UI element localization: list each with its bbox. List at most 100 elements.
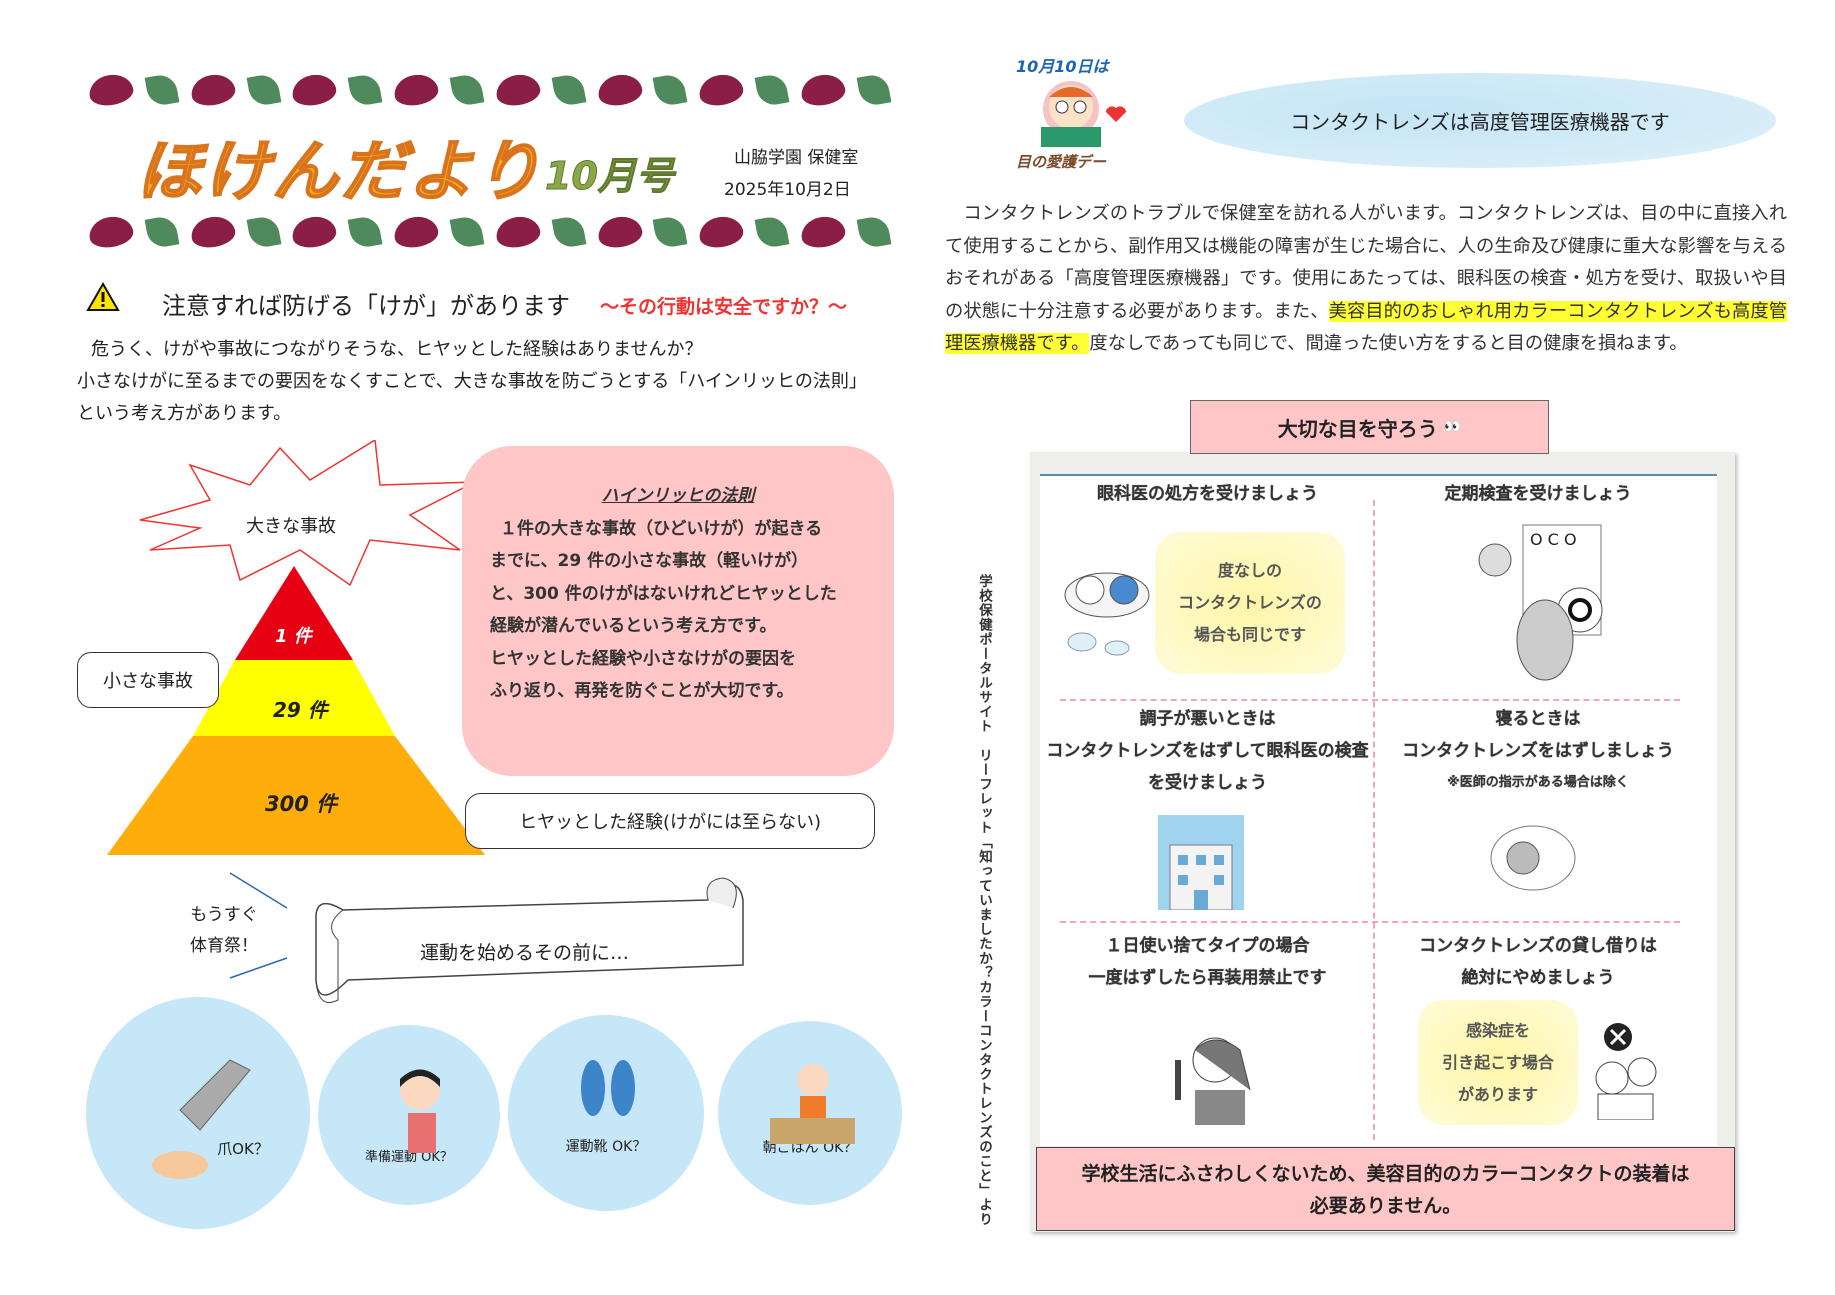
sweet-potato-icon	[391, 71, 441, 109]
leaf-icon	[754, 72, 790, 108]
note-text: 感染症を	[1465, 1020, 1530, 1040]
note-no-prescription: 度なしのコンタクトレンズの場合も同じです	[1155, 532, 1345, 674]
leaf-icon	[347, 72, 383, 108]
pyramid-bottom	[107, 736, 485, 855]
cell-text: 定期検査を受けましょう	[1444, 484, 1632, 504]
grid-divider	[1060, 921, 1680, 923]
girl-eyes-icon	[1041, 81, 1126, 147]
heinrich-line: １件の大きな事故（ひどいけが）が起きる	[500, 518, 823, 539]
starburst-shape	[139, 440, 476, 587]
heinrich-line: 経験が潜んでいるという考え方です。	[490, 616, 777, 636]
girl-lens-icon	[1175, 1037, 1251, 1125]
intro-paragraph: 危うく、けがや事故につながりそうな、ヒヤッとした経験はありませんか？ 小さなけが…	[77, 334, 867, 430]
contact-lens-title: コンタクトレンズは高度管理医療機器です	[1184, 73, 1776, 168]
cell-text: を受けましょう	[1148, 773, 1267, 793]
sweet-potato-icon	[595, 71, 644, 109]
intro-line: 危うく、けがや事故につながりそうな、ヒヤッとした経験はありませんか？	[91, 339, 703, 360]
issue-date: 2025年10月2日	[724, 180, 851, 200]
heinrich-title: ハインリッヒの法則	[601, 486, 755, 506]
sweet-potato-icon	[697, 71, 746, 109]
burst-label: 大きな事故	[246, 516, 336, 537]
hospital-icon	[1158, 815, 1244, 910]
intro-line: という考え方があります。	[77, 403, 292, 424]
issue-label: 10月号	[545, 154, 675, 199]
accent-lines	[229, 872, 288, 979]
source-credit: 学校保健ポータルサイト リーフレット「知っていましたか？カラーコンタクトレンズの…	[976, 574, 992, 1227]
banner-line: 必要ありません。	[1309, 1195, 1462, 1217]
soon-line: もうすぐ	[190, 905, 258, 925]
small-accident-bubble: 小さな事故	[77, 652, 219, 708]
level-1: 1 件	[275, 626, 312, 647]
sweet-potato-icon	[798, 213, 848, 251]
section-subheading: ～その行動は安全ですか？～	[600, 296, 848, 318]
grid-divider	[1060, 699, 1680, 701]
grid-divider-vertical	[1373, 500, 1375, 1140]
cell-text: コンタクトレンズの貸し借りは	[1419, 936, 1657, 956]
note-text: 引き起こす場合	[1442, 1052, 1554, 1072]
paragraph-text: コンタクトレンズのトラブルで保健室を訪れる人がいます。コンタクトレンズは、目の中…	[945, 203, 1787, 322]
near-miss-bubble: ヒヤッとした経験(けがには至らない)	[465, 793, 875, 849]
heinrich-line: と、300 件のけがはないけれどヒヤッとした	[490, 583, 837, 604]
check-label: 運動靴 OK？	[565, 1139, 647, 1155]
sweet-potato-icon	[86, 71, 136, 109]
conclusion-banner: 学校生活にふさわしくないため、美容目的のカラーコンタクトの装着は必要ありません。	[1036, 1147, 1735, 1231]
cell-text: コンタクトレンズをはずして眼科医の検査	[1046, 741, 1369, 761]
sports-day-note: もうすぐ 体育祭！	[190, 900, 258, 962]
sweet-potato-icon	[595, 213, 644, 251]
leaf-icon	[246, 72, 281, 108]
heinrich-box: ハインリッヒの法則 １件の大きな事故（ひどいけが）が起きる までに、29 件の小…	[462, 446, 894, 776]
pyramid-top	[235, 566, 353, 660]
girl-stretching-icon	[400, 1069, 440, 1153]
sweet-potato-icon	[493, 213, 543, 251]
note-text: 場合も同じです	[1193, 625, 1306, 644]
leaf-border-bottom	[86, 212, 892, 252]
leaf-icon	[754, 214, 790, 250]
lens-case-icon	[1064, 572, 1150, 656]
heinrich-line: ふり返り、再発を防ぐことが大切です。	[490, 681, 794, 701]
warning-icon	[86, 282, 120, 311]
banner-line: 学校生活にふさわしくないため、美容目的のカラーコンタクトの装着は	[1081, 1163, 1690, 1185]
check-circle-shoes: 運動靴 OK？	[508, 1015, 704, 1211]
heinrich-line: ヒヤッとした経験や小さなけがの要因を	[490, 648, 796, 669]
cell-no-sharing: コンタクトレンズの貸し借りは絶対にやめましょう	[1378, 930, 1698, 994]
sneakers-icon	[581, 1060, 635, 1116]
sharing-lens-icon	[1595, 1023, 1657, 1120]
level-29: 29 件	[273, 698, 328, 722]
cell-text: 絶対にやめましょう	[1461, 968, 1615, 988]
cell-text: コンタクトレンズをはずしましょう	[1402, 741, 1674, 761]
svg-text:O C O: O C O	[1530, 530, 1577, 549]
leaf-icon	[144, 214, 180, 250]
paragraph-text: 度なしであっても同じで、間違った使い方をすると目の健康を損ねます。	[1089, 333, 1688, 355]
cell-text: 調子が悪いときは	[1139, 709, 1276, 729]
sweet-potato-icon	[86, 213, 136, 251]
cell-sleeping: 寝るときはコンタクトレンズをはずしましょう※医師の指示がある場合は除く	[1378, 703, 1698, 799]
sweet-potato-icon	[290, 213, 339, 251]
leaf-icon	[551, 72, 587, 108]
leaf-icon	[144, 72, 180, 108]
leaf-border-top	[86, 70, 892, 110]
breakfast-icon	[770, 1064, 855, 1144]
leaflet-content	[1040, 474, 1717, 1146]
sweet-potato-icon	[188, 213, 237, 251]
leaf-icon	[449, 214, 485, 250]
newsletter-title: ほけんだより	[135, 132, 543, 211]
heinrich-line: までに、29 件の小さな事故（軽いけが）	[490, 551, 809, 571]
removing-lens-icon	[1490, 825, 1576, 891]
leaf-icon	[856, 214, 892, 250]
cell-note: ※医師の指示がある場合は除く	[1447, 775, 1629, 790]
sweet-potato-icon	[697, 213, 746, 251]
note-infection: 感染症を引き起こす場合があります	[1418, 1000, 1578, 1125]
scroll-banner	[315, 877, 744, 1003]
scroll-text: 運動を始めるその前に…	[420, 942, 630, 964]
leaf-icon	[551, 214, 587, 250]
check-label: 準備運動 OK？	[365, 1150, 453, 1165]
sweet-potato-icon	[493, 71, 543, 109]
check-label: 爪OK？	[217, 1140, 269, 1158]
sweet-potato-icon	[290, 71, 339, 109]
cell-prescription: 眼科医の処方を受けましょう	[1045, 478, 1370, 510]
note-text: 度なしの	[1217, 561, 1282, 580]
leaf-icon	[449, 72, 485, 108]
cell-text: 一度はずしたら再装用禁止です	[1088, 968, 1327, 988]
cell-feel-unwell: 調子が悪いときはコンタクトレンズをはずして眼科医の検査を受けましょう	[1045, 703, 1370, 799]
cell-text: 眼科医の処方を受けましょう	[1097, 484, 1318, 504]
